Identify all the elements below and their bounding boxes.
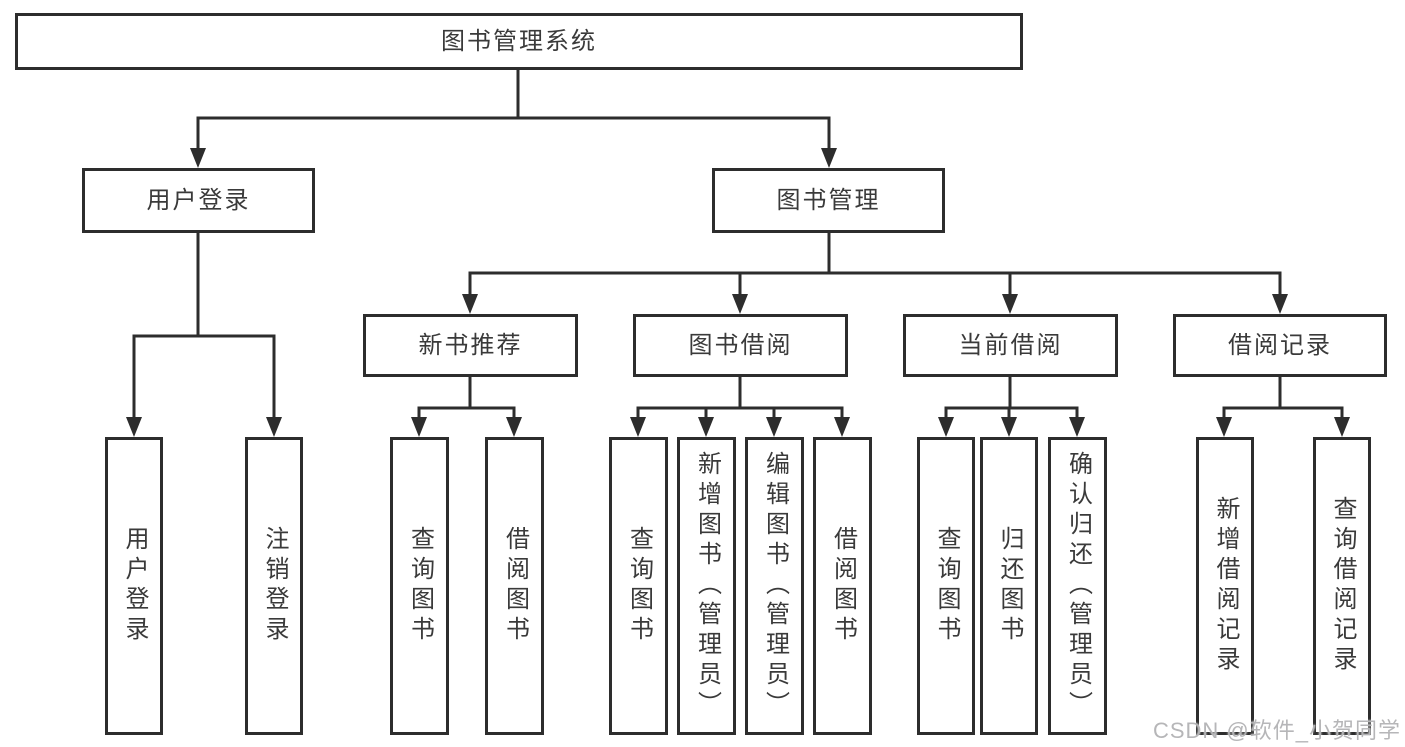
leaf-confirm-return-admin: 确认归还（管理员） [1048, 437, 1107, 735]
leaf-add-book-admin: 新增图书（管理员） [677, 437, 736, 735]
arrowheads [126, 148, 1350, 437]
leaf-return-book: 归还图书 [980, 437, 1038, 735]
leaf-query-books-current: 查询图书 [917, 437, 975, 735]
node-new-book-recommend: 新书推荐 [363, 314, 578, 377]
connector-level2-rail [196, 116, 831, 152]
leaf-borrow-books-recommend: 借阅图书 [485, 437, 544, 735]
leaf-query-books-borrowing: 查询图书 [609, 437, 668, 735]
connector-book-borrow-branch [636, 377, 844, 421]
node-user-login: 用户登录 [82, 168, 315, 233]
connector-new-book-branch [417, 377, 516, 421]
leaf-user-login: 用户登录 [105, 437, 163, 735]
node-current-borrowing: 当前借阅 [903, 314, 1118, 377]
leaf-query-borrow-record: 查询借阅记录 [1313, 437, 1371, 735]
connector-borrow-records-branch [1222, 377, 1344, 421]
node-root: 图书管理系统 [15, 13, 1023, 70]
leaf-add-borrow-record: 新增借阅记录 [1196, 437, 1254, 735]
connector-user-login-branch [132, 233, 276, 421]
node-borrowing-records: 借阅记录 [1173, 314, 1387, 377]
connector-current-borrow-branch [944, 377, 1079, 421]
connector-book-mgmt-branch [468, 233, 1282, 298]
node-book-management: 图书管理 [712, 168, 945, 233]
node-book-borrowing: 图书借阅 [633, 314, 848, 377]
leaf-query-books-recommend: 查询图书 [390, 437, 449, 735]
leaf-logout: 注销登录 [245, 437, 303, 735]
leaf-edit-book-admin: 编辑图书（管理员） [745, 437, 804, 735]
leaf-borrow-books-borrowing: 借阅图书 [813, 437, 872, 735]
